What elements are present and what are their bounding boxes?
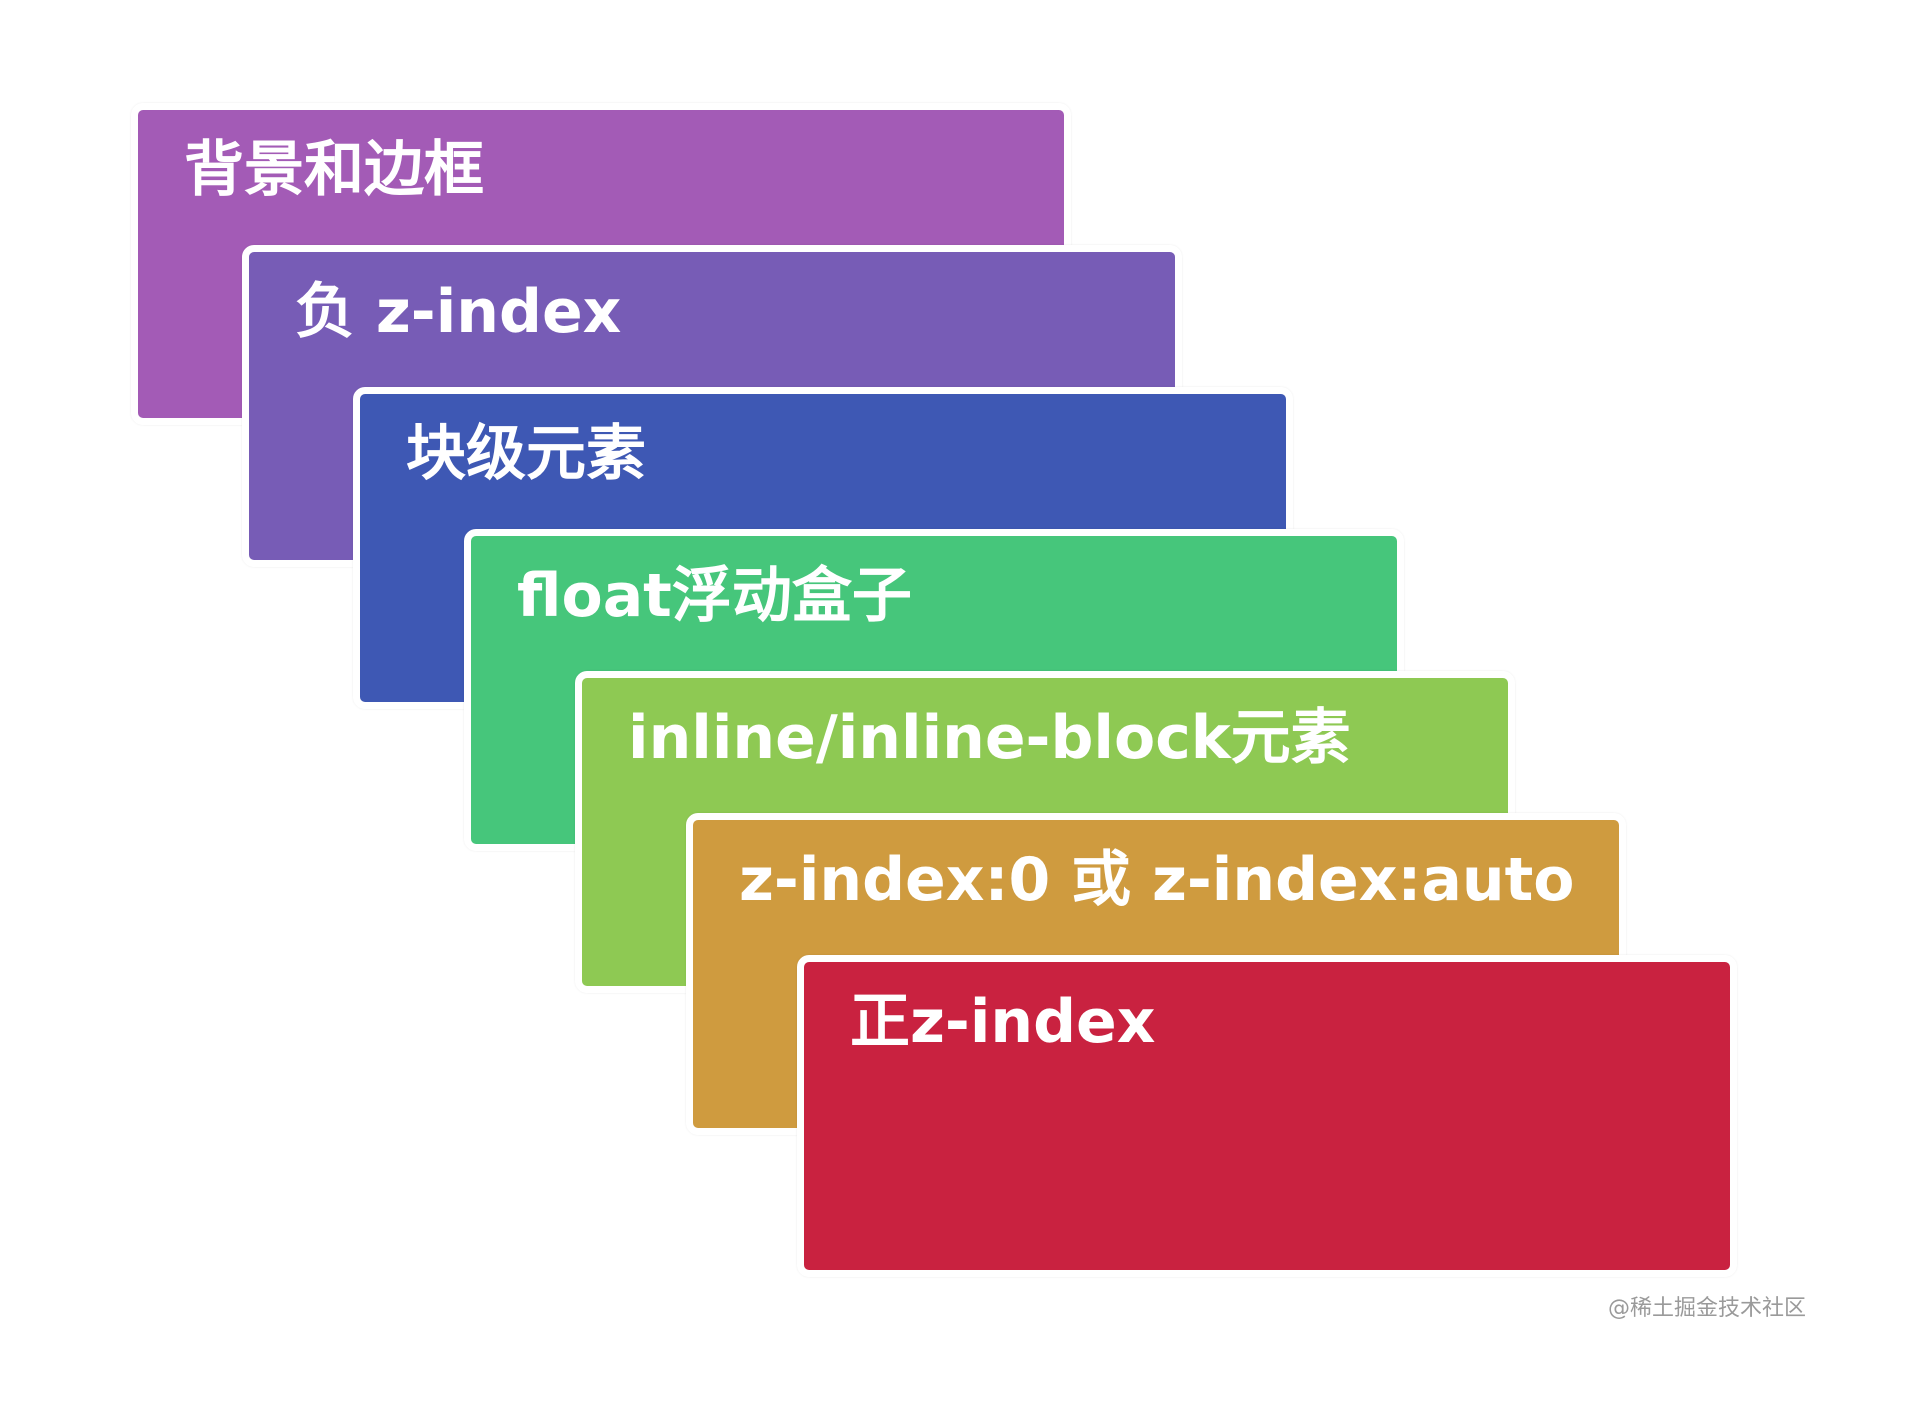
layer-label: 块级元素 xyxy=(406,419,646,489)
layer-label: inline/inline-block元素 xyxy=(628,703,1351,773)
layer-label: 正z-index xyxy=(850,987,1156,1057)
watermark: @稀土掘金技术社区 xyxy=(1608,1296,1807,1321)
layer-positive-z-index: 正z-index xyxy=(797,955,1737,1277)
layer-label: z-index:0 或 z-index:auto xyxy=(739,845,1575,915)
layer-label: 背景和边框 xyxy=(184,135,484,205)
layer-label: 负 z-index xyxy=(295,277,622,347)
layer-label: float浮动盒子 xyxy=(517,561,912,631)
